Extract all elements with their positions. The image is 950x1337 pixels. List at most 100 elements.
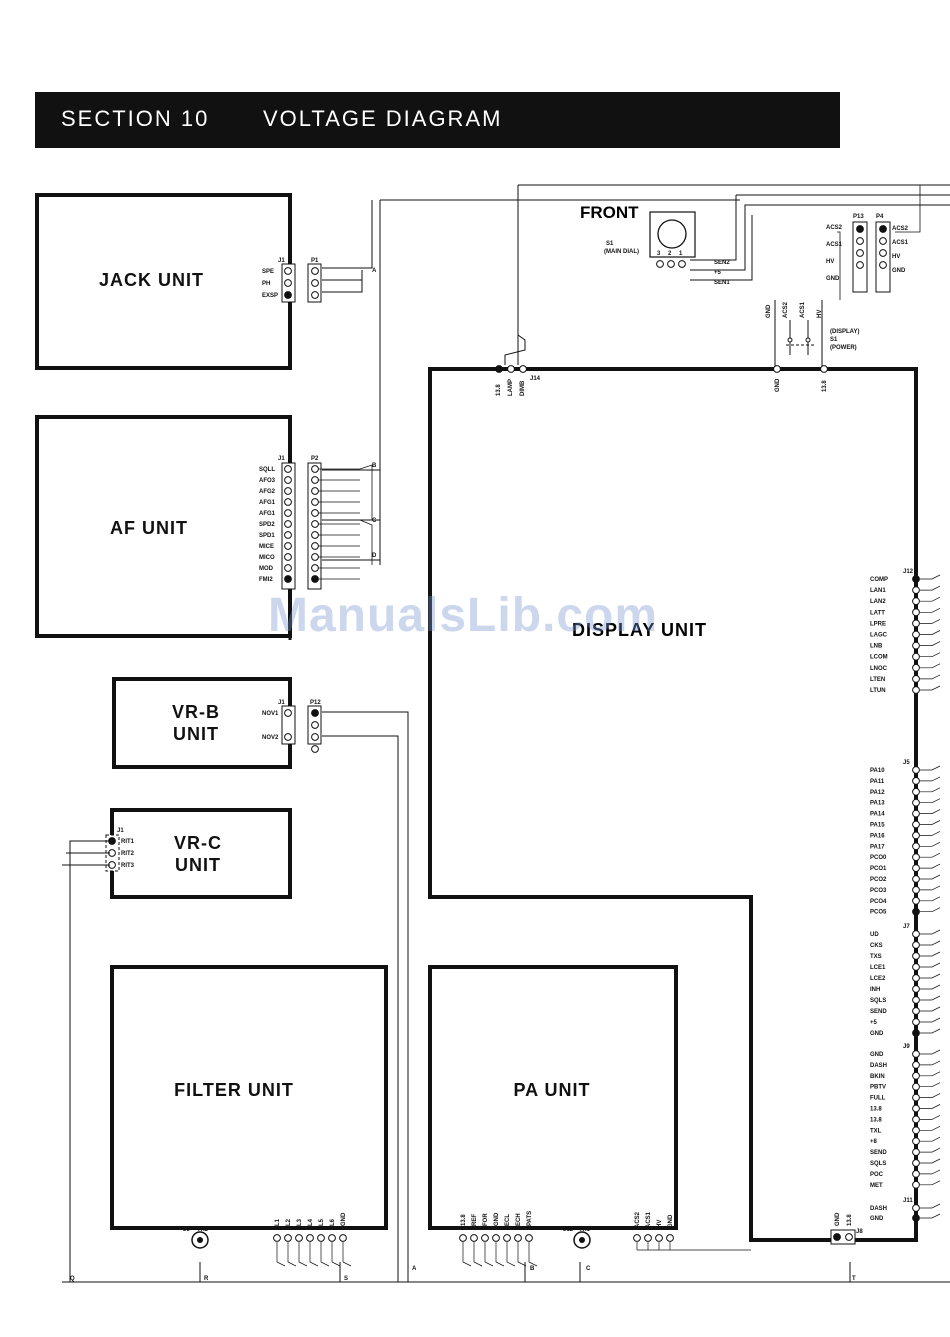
pin-dot (912, 641, 920, 650)
display-unit-outline (428, 367, 918, 1242)
j5-pin-label: PA16 (870, 833, 885, 839)
right-connectors: J12COMPLAN1LAN2LATTLPRELAGCLNBLCOMLNOCLT… (870, 569, 941, 1222)
pin-dot (495, 365, 503, 373)
pin-dot (311, 575, 319, 583)
pin-dot (912, 842, 920, 851)
vrb-unit-label: VR-B UNIT (172, 702, 220, 744)
j7-pin-label: CKS (870, 943, 883, 949)
j5-pin-label: PA12 (870, 790, 885, 796)
bus-top (379, 184, 950, 565)
pin-dot (656, 260, 664, 268)
p13-label: P13 (853, 214, 864, 220)
af-p2-label: P2 (311, 456, 319, 462)
pa-pin-label: FOR (483, 1213, 489, 1226)
wire-letter: C (586, 1266, 591, 1272)
af-pin-label: AFG1 (259, 511, 276, 517)
pin-dot (459, 1234, 467, 1242)
filter-pin-label: L4 (308, 1218, 314, 1226)
front-title: FRONT (580, 203, 639, 222)
j12-pin-label: LATT (870, 610, 885, 616)
pin-dot (912, 896, 920, 905)
pin-dot (284, 553, 292, 561)
pin-dot (912, 777, 920, 785)
vrc-unit-label: VR-C UNIT (174, 833, 222, 875)
pin-dot (311, 745, 319, 753)
pin-dot (519, 365, 527, 373)
pin-dot (328, 1234, 336, 1242)
pin-dot (912, 1104, 920, 1113)
pin-dot (284, 279, 292, 287)
vrc-pin-label: RIT1 (121, 839, 135, 845)
af-pin-label: AFO3 (259, 478, 276, 484)
j11-label: J11 (903, 1198, 913, 1204)
pin-dot (525, 1234, 533, 1242)
pin-dot (879, 237, 887, 245)
j5-pin-label: PA17 (870, 844, 885, 850)
pin-dot (856, 237, 864, 245)
j7-label: J7 (903, 924, 910, 930)
j9-pin-label: 13.8 (870, 1117, 882, 1123)
pin-dot (912, 1050, 920, 1058)
pin-dot (507, 365, 515, 373)
jack-unit-label: JACK UNIT (98, 270, 204, 290)
vrc-unit-box: VR-C UNIT (110, 808, 292, 899)
j7-pin-label: SQLS (870, 998, 886, 1004)
pin-dot (912, 985, 920, 993)
wire-letter: Q (70, 1276, 75, 1282)
af-pin-label: FMI2 (259, 577, 273, 583)
j12-label: J12 (903, 569, 914, 575)
pin-dot (912, 1093, 920, 1102)
pin-dot (481, 1234, 489, 1242)
j11-pin-label: GND (870, 1216, 884, 1222)
filter-unit-label: FILTER UNIT (174, 1080, 294, 1100)
section-number: SECTION 10 (61, 106, 210, 131)
j5-pin-label: PCO2 (870, 877, 887, 883)
pin-dot (655, 1234, 663, 1242)
main-dial-knob (657, 219, 687, 249)
power-switch-ref: S1 (830, 337, 838, 343)
pin-dot (912, 787, 920, 796)
pin-dot (912, 952, 920, 960)
j5-pin-label: PCO0 (870, 855, 887, 861)
jack-p1-label: P1 (311, 258, 319, 264)
filter-pin-label: L1 (275, 1218, 281, 1226)
pa-pin2-label: ACS1 (646, 1211, 652, 1228)
display-top-pin-label: GND (775, 378, 781, 392)
j7-pin-label: INH (870, 987, 880, 993)
pa-pin2-label: ACS2 (635, 1211, 641, 1228)
j5-pin-label: PA11 (870, 779, 885, 785)
pin-dot (912, 1126, 920, 1135)
pin-dot (492, 1234, 500, 1242)
pin-dot (912, 1029, 920, 1037)
pin-dot (912, 575, 920, 583)
j7-pin-label: TXS (870, 954, 882, 960)
pin-dot (666, 1234, 674, 1242)
pa-pin-label: ECL (505, 1214, 511, 1226)
pin-dot (644, 1234, 652, 1242)
pin-dot (284, 498, 292, 506)
display-switch-label: (DISPLAY) (830, 329, 859, 335)
pin-dot (470, 1234, 478, 1242)
pin-dot (311, 709, 319, 717)
pin-dot (311, 291, 319, 299)
filter-pin-label: L5 (319, 1218, 325, 1226)
p4-signal-label: HV (892, 254, 900, 260)
filter-pin-label: L3 (297, 1218, 303, 1226)
pin-dot (284, 465, 292, 473)
af-pin-label: MOD (259, 566, 274, 572)
pin-dot (284, 531, 292, 539)
af-unit-label: AF UNIT (110, 518, 188, 538)
filter-pin-label: L6 (330, 1218, 336, 1226)
j14-pin-label: LAMP (508, 379, 514, 396)
vrb-j1-label: J1 (278, 700, 285, 706)
vrc-j1-label: J1 (117, 828, 124, 834)
pin-dot (912, 1170, 920, 1178)
pin-dot (514, 1234, 522, 1242)
j12-coax-inner (579, 1237, 585, 1243)
j5-pin-label: PA13 (870, 801, 885, 807)
j12-pin-label: LTEN (870, 677, 885, 683)
pa-pin-label: GND (494, 1212, 500, 1226)
